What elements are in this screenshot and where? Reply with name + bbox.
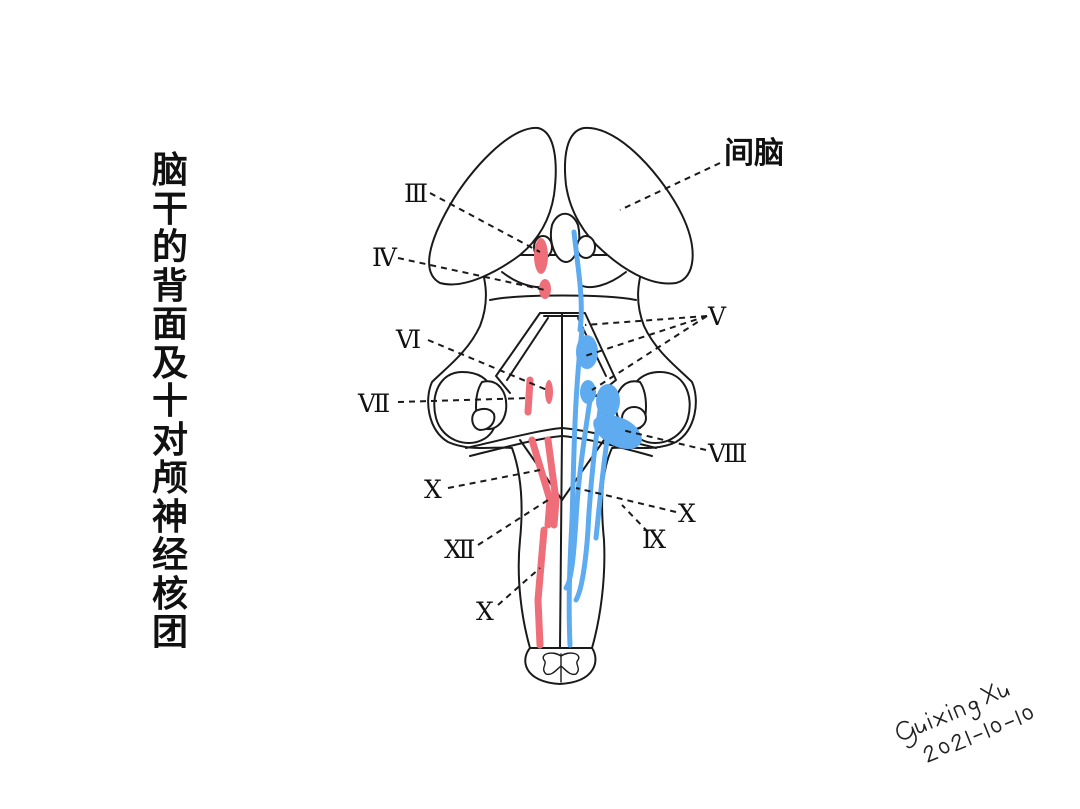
motor-nuclei: [524, 238, 560, 649]
handwritten-signature: [896, 683, 1033, 763]
label-VII: Ⅶ: [357, 389, 390, 418]
figure-title: 脑干的背面及十对颅神经核团: [151, 150, 188, 653]
superior-colliculus-right: [576, 235, 596, 259]
median-sulcus: [559, 312, 563, 649]
oculomotor-nucleus: [534, 238, 548, 274]
leader-V-1: [584, 315, 708, 326]
abducens-nucleus: [545, 380, 553, 404]
sensory-nuclei: [563, 229, 642, 648]
label-III: Ⅲ: [404, 179, 428, 208]
label-VI: Ⅵ: [395, 325, 421, 354]
leader-X-left-upper: [447, 469, 541, 489]
trigeminal-motor-nucleus: [580, 380, 596, 404]
leader-IV: [397, 257, 546, 291]
label-IV: Ⅳ: [372, 243, 398, 272]
facial-nucleus: [524, 376, 534, 416]
fourth-ventricle-left-wall: [495, 312, 541, 394]
dorsal-vagal-motor: [534, 526, 548, 649]
solitary-tract-1: [563, 397, 593, 591]
leader-III: [429, 192, 541, 253]
leader-VII: [397, 397, 531, 403]
leader-VIII: [621, 429, 707, 451]
left-facial-colliculus: [471, 407, 496, 431]
trochlear-nucleus: [539, 279, 551, 299]
medullary-stria-1: [465, 427, 563, 449]
solitary-tract-2: [573, 407, 603, 603]
solitary-tract-3: [593, 417, 613, 541]
label-X-right: Ⅹ: [678, 499, 696, 528]
left-diencephalon-lobe: [428, 126, 557, 286]
tectum-curve-right: [579, 271, 627, 289]
label-VIII: Ⅷ: [707, 439, 747, 468]
spinal-trigeminal-tract: [566, 327, 585, 648]
mesencephalic-trigeminal-tract: [571, 229, 584, 333]
leader-lines: [397, 162, 721, 606]
hypoglossal-nucleus: [544, 436, 560, 529]
brainstem-outline: [427, 126, 697, 685]
label-V: Ⅴ: [707, 302, 727, 331]
leader-diencephalon: [619, 162, 721, 211]
nucleus-ambiguus: [528, 436, 554, 529]
label-IX: Ⅸ: [642, 525, 666, 554]
leader-X-left-lower: [497, 567, 541, 606]
leader-XII: [477, 499, 549, 546]
label-diencephalon: 间脑: [724, 136, 784, 171]
label-X-left-lower: Ⅹ: [476, 597, 494, 626]
label-XII: Ⅻ: [444, 535, 475, 564]
label-X-left-upper: Ⅹ: [424, 475, 442, 504]
midbrain-lower-border: [489, 294, 637, 301]
nucleus-labels: 间脑 Ⅲ Ⅳ Ⅵ Ⅶ Ⅴ Ⅷ Ⅹ Ⅻ Ⅹ Ⅹ Ⅸ: [357, 136, 784, 626]
fourth-ventricle-left-inner: [506, 317, 549, 381]
leader-V-3: [591, 315, 708, 391]
